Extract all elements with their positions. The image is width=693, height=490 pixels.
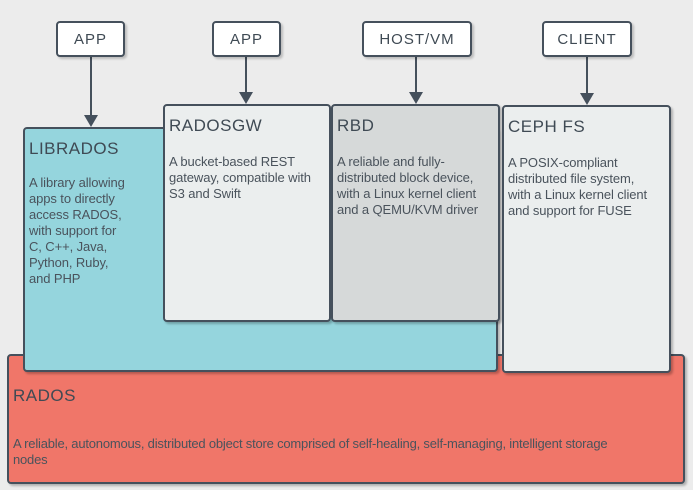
node-description: A reliable and fully- distributed block … [337, 154, 478, 217]
arrow-line [245, 57, 247, 92]
tag-app-2: APP [212, 21, 281, 57]
arrow-down-icon [409, 92, 423, 104]
node-cephfs: CEPH FS A POSIX-compliant distributed fi… [502, 105, 671, 373]
node-rados: RADOS A reliable, autonomous, distribute… [7, 354, 685, 484]
tag-label: APP [73, 30, 107, 48]
arrow-down-icon [580, 93, 594, 105]
tag-label: APP [229, 30, 263, 48]
tag-host-vm: HOST/VM [362, 21, 472, 57]
node-description: A POSIX-compliant distributed file syste… [508, 155, 648, 218]
node-title: RADOS [13, 386, 76, 405]
arrow-line [586, 57, 588, 93]
arrow-down-icon [84, 115, 98, 127]
node-description: A library allowing apps to directly acce… [29, 175, 125, 286]
tag-label: HOST/VM [379, 30, 455, 48]
tag-label: CLIENT [557, 30, 617, 48]
arrow-line [90, 57, 92, 115]
tag-app-1: APP [56, 21, 125, 57]
node-title: LIBRADOS [29, 139, 119, 158]
arrow-line [415, 57, 417, 92]
node-description: A bucket-based REST gateway, compatible … [169, 154, 311, 201]
node-title: CEPH FS [508, 117, 586, 136]
node-title: RBD [337, 116, 375, 135]
node-title: RADOSGW [169, 116, 263, 135]
node-radosgw: RADOSGW A bucket-based REST gateway, com… [163, 104, 331, 322]
node-rbd: RBD A reliable and fully- distributed bl… [331, 104, 500, 322]
node-description: A reliable, autonomous, distributed obje… [13, 436, 608, 467]
tag-client: CLIENT [542, 21, 632, 57]
arrow-down-icon [239, 92, 253, 104]
